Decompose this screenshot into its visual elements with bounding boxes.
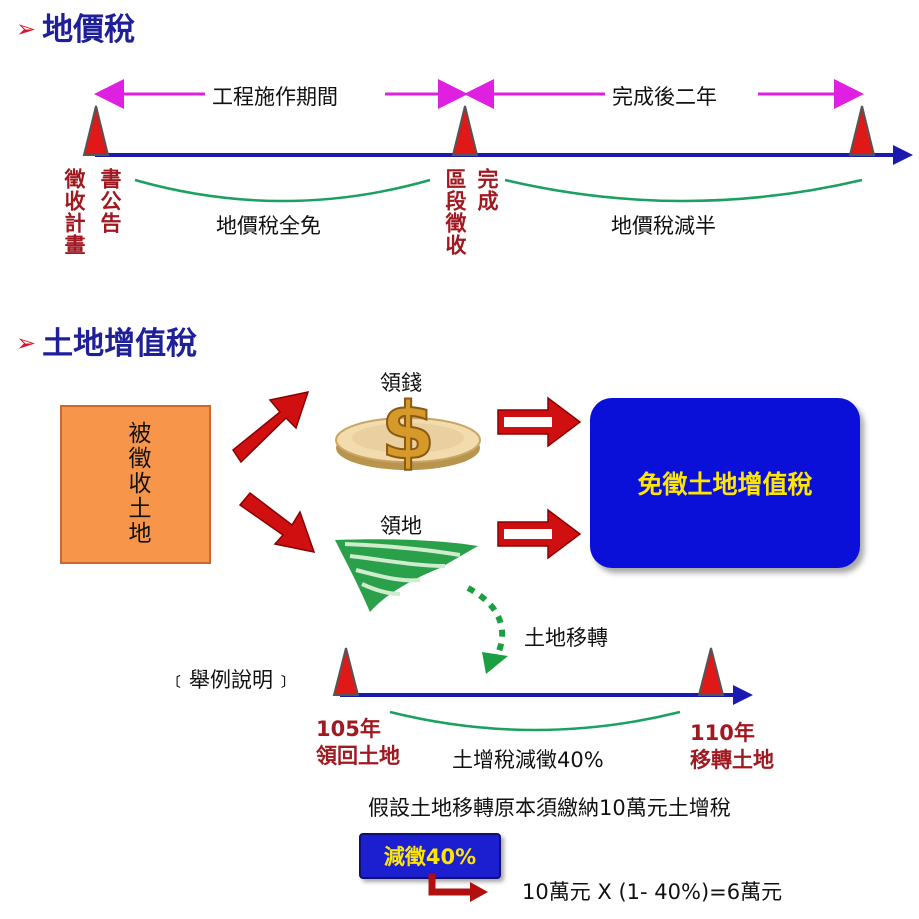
result-box-label: 免徵土地增值稅 [637,470,813,499]
triangle-marker-icon [332,647,360,696]
example-timeline-arrowhead [733,685,753,705]
exempt-curve [134,178,431,203]
red-arrow-icon [238,491,316,554]
year-end-desc: 移轉土地 [690,748,774,772]
result-box: 免徵土地增值稅 [590,398,860,568]
triangle-marker-icon [697,647,725,696]
triangle-marker-icon [848,105,876,156]
section1-heading: ➢地價稅 [16,12,136,48]
year-end: 110年 [690,721,755,745]
flow-graphics: $ [231,386,753,705]
year-start-desc: 領回土地 [316,744,400,768]
exempt-label: 地價稅全免 [216,214,321,238]
example-label: ﹝舉例說明﹞ [168,668,294,692]
timeline-arrowhead [893,145,913,165]
double-arrow-icon [497,508,582,560]
corner-arrow-icon [428,874,488,902]
red-arrow-icon [231,390,310,464]
half-label: 地價稅減半 [611,214,716,238]
reduction-badge-label: 減徵40% [383,845,477,869]
money-label: 領錢 [380,371,422,395]
reduction-curve [389,710,681,732]
transfer-label: 土地移轉 [524,626,608,650]
green-land-icon [335,539,478,612]
dollar-coin-icon: $ [335,386,481,478]
timeline-1 [82,79,913,203]
formula-text: 10萬元 X (1- 40%)=6萬元 [522,880,783,904]
milestone-notice: 書公告 [98,168,122,234]
source-box: 被徵收土地 [60,405,211,564]
triangle-marker-icon [82,105,110,156]
milestone-complete: 完成 [475,168,499,212]
triangle-marker-icon [451,105,479,156]
bullet-arrow-icon: ➢ [16,329,37,357]
bullet-arrow-icon: ➢ [16,15,37,43]
year-start-block: 105年 領回土地 [316,716,400,770]
dotted-arrow-icon [466,585,508,674]
land-label: 領地 [380,514,422,538]
period-label: 工程施作期間 [212,85,338,109]
source-box-label: 被徵收土地 [124,421,150,546]
after-label: 完成後二年 [612,85,717,109]
milestone-plan: 徵收計畫 [62,168,86,256]
svg-text:$: $ [381,387,435,477]
assumption-text: 假設土地移轉原本須繳納10萬元土增稅 [368,796,731,820]
reduction-curve-layer [389,710,681,732]
year-end-block: 110年 移轉土地 [690,720,774,774]
reduction-label: 土增稅減徵40% [452,748,604,772]
year-start: 105年 [316,717,381,741]
half-curve [504,178,863,203]
double-arrow-icon [497,396,582,448]
milestone-zone: 區段徵收 [443,168,467,256]
section2-heading: ➢土地增值稅 [16,326,198,362]
